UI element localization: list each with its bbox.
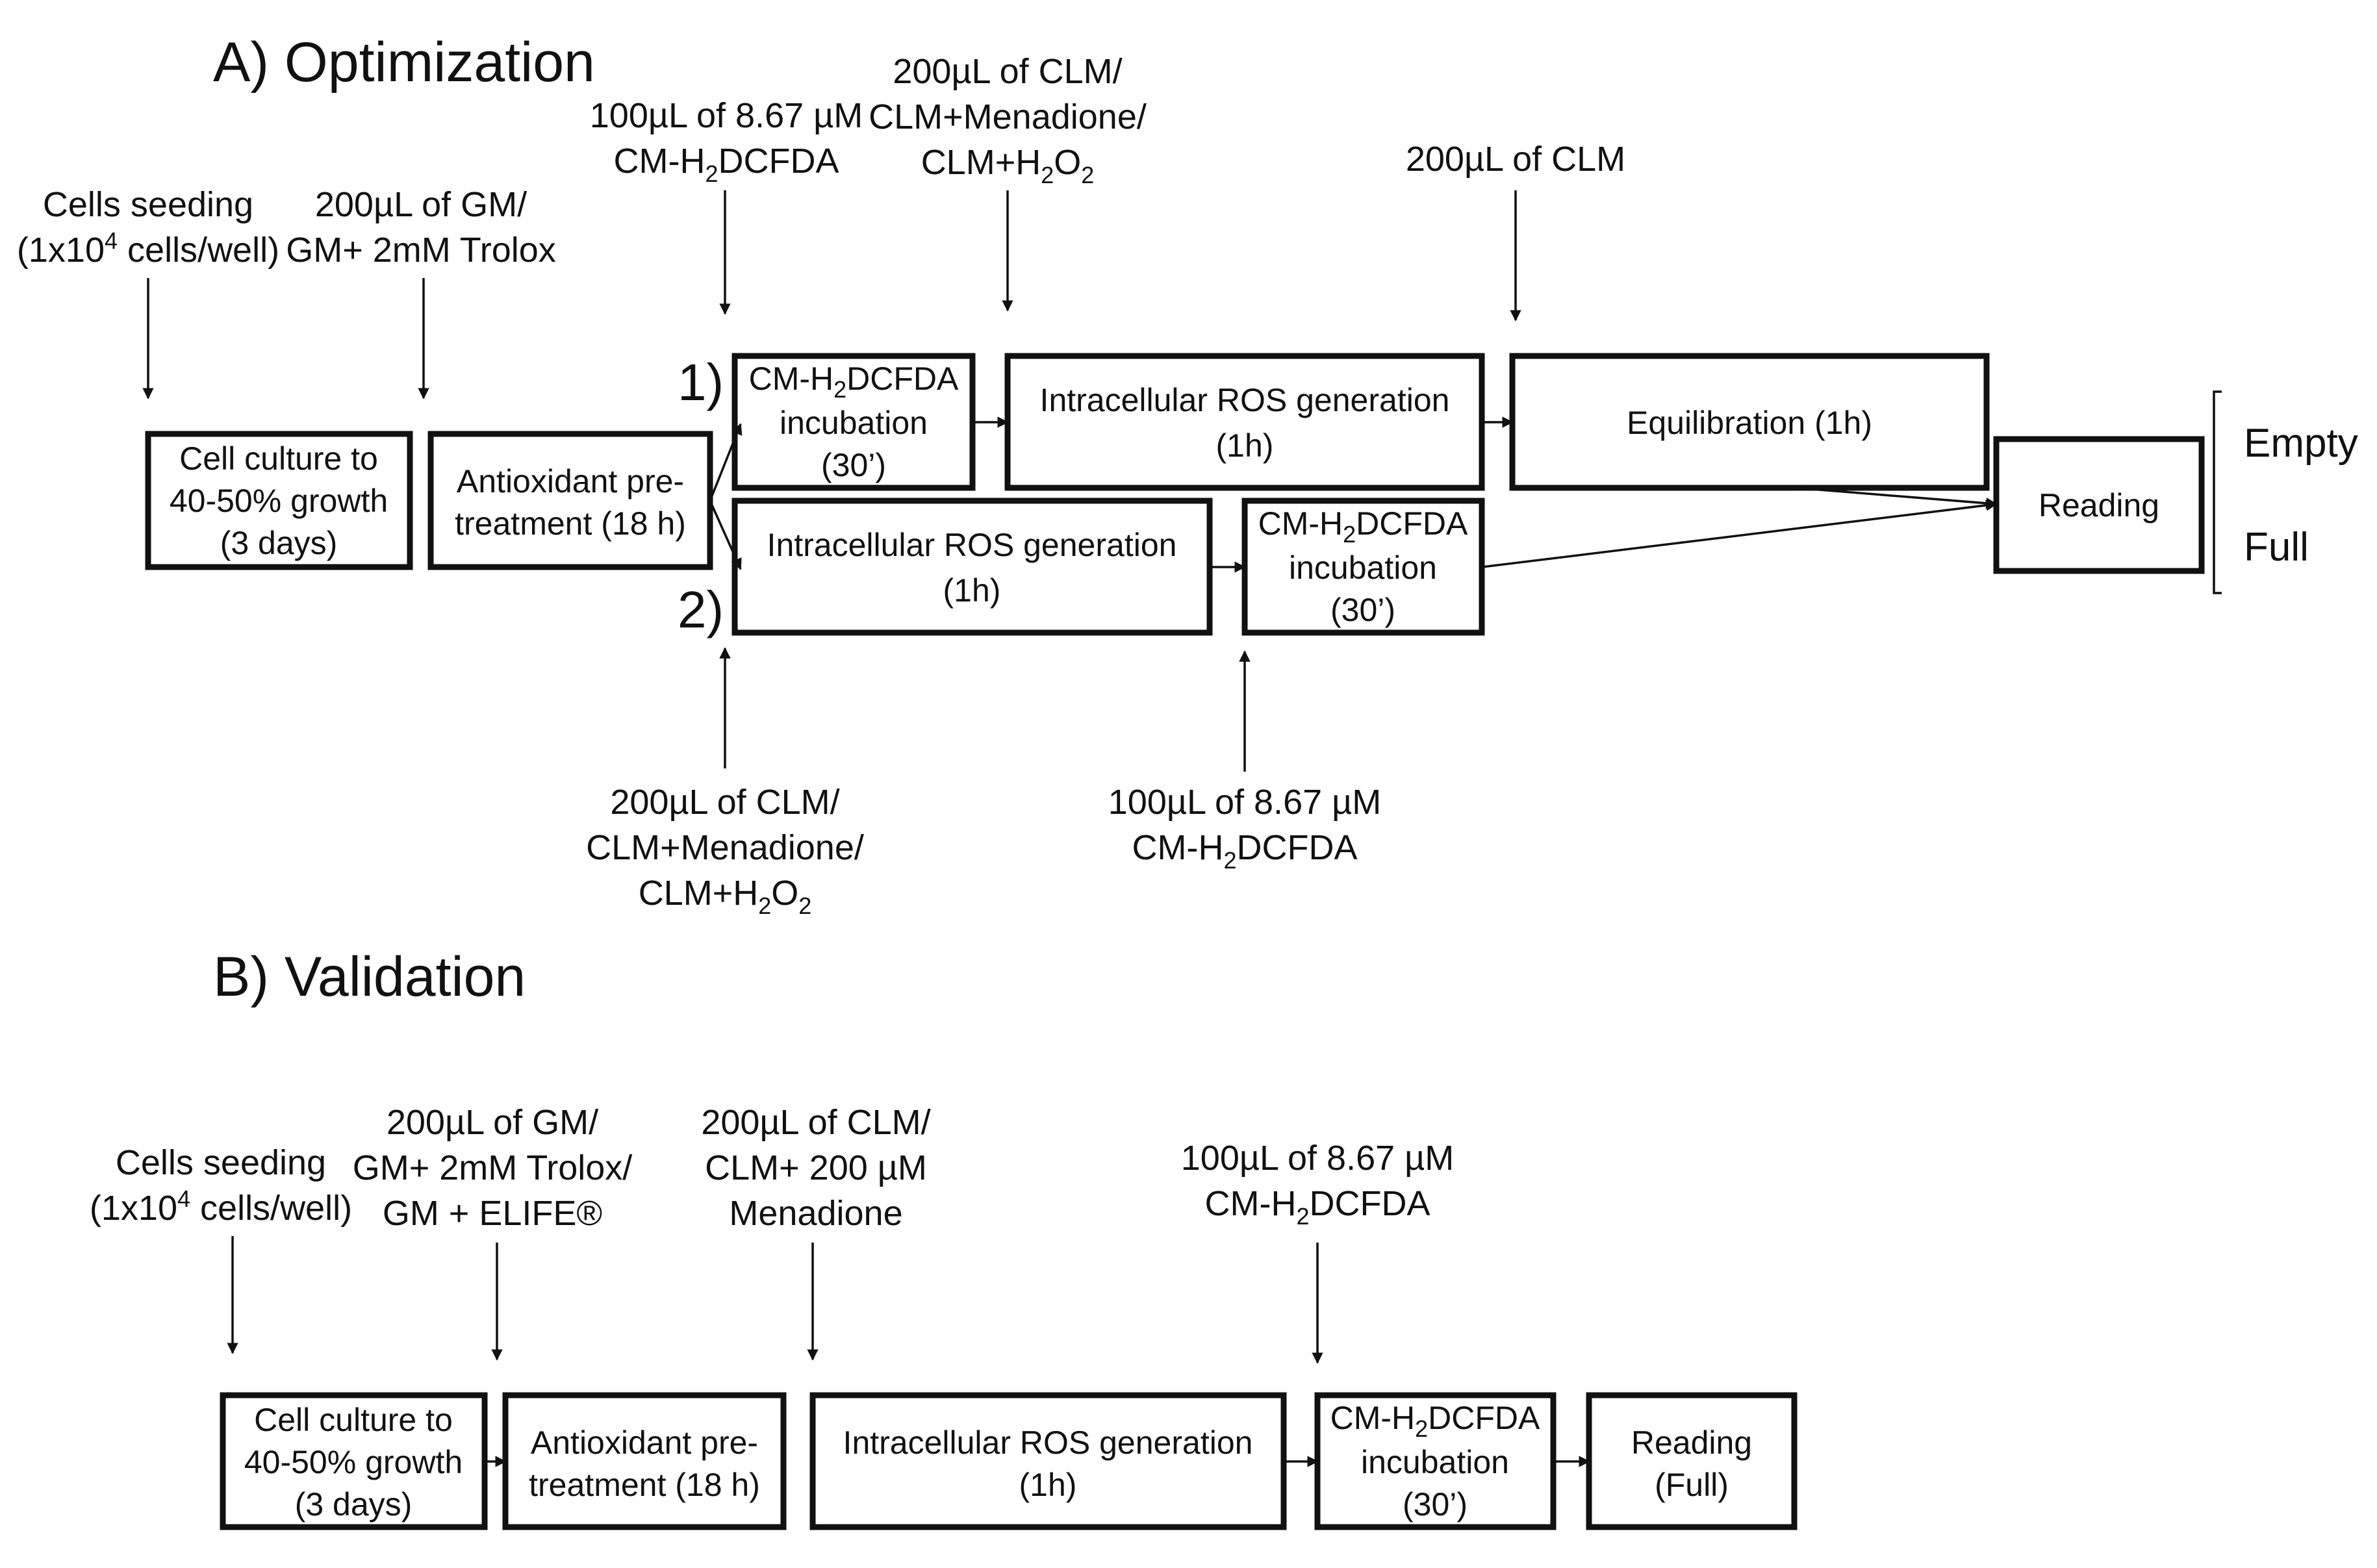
a-clm-bottom-label-line3: CLM+H2O2 (639, 874, 812, 919)
a-box-reading-line1: Reading (2039, 487, 2159, 524)
b-box-probe-line1: CM-H2DCFDA (1330, 1400, 1540, 1442)
b-probe-label-line2: CM-H2DCFDA (1205, 1184, 1430, 1230)
a-outcome-bracket (2213, 390, 2222, 594)
a-clm-top-label-line2: CLM+Menadione/ (869, 97, 1147, 136)
a-box-probe1-line1: CM-H2DCFDA (749, 360, 959, 403)
a-box-culture-line1: Cell culture to (179, 440, 378, 477)
a-clm-top-label-line1: 200µL of CLM/ (893, 52, 1122, 91)
a-box-pretreat-line1: Antioxidant pre- (457, 463, 684, 499)
b-box-ros-line1: Intracellular ROS generation (843, 1424, 1253, 1461)
a-path-2-label: 2) (678, 581, 724, 639)
b-clm-label-line1: 200µL of CLM/ (701, 1103, 930, 1142)
a-probe-top-label-line1: 100µL of 8.67 µM (590, 96, 863, 135)
b-box-pretreat-line1: Antioxidant pre- (531, 1424, 758, 1461)
b-box-pretreat-line2: treatment (18 h) (529, 1467, 760, 1503)
a-box-pretreat-line2: treatment (18 h) (455, 505, 686, 542)
a-box-probe2-line1: CM-H2DCFDA (1258, 505, 1468, 548)
a-arrow-probe2-to-reading (1481, 499, 1998, 568)
a-arrow-branch-2 (709, 500, 742, 570)
a-seeding-label-line2: (1x104 cells/well) (17, 227, 279, 270)
a-box-culture-line2: 40-50% growth (170, 483, 388, 519)
section-b-title: B) Validation (213, 946, 526, 1008)
b-box-ros-line2: (1h) (1019, 1467, 1077, 1503)
a-seeding-label-line1: Cells seeding (43, 185, 253, 224)
b-clm-label-line2: CLM+ 200 µM (705, 1148, 927, 1187)
b-box-reading-line2: (Full) (1655, 1467, 1729, 1503)
b-box-culture-line2: 40-50% growth (244, 1444, 463, 1480)
a-box-probe2-line3: (30’) (1330, 592, 1395, 628)
b-box-culture: Cell culture to 40-50% growth (3 days) (220, 1392, 488, 1530)
a-gm-label-line1: 200µL of GM/ (315, 185, 527, 224)
b-box-reading-line1: Reading (1631, 1424, 1752, 1461)
b-box-pretreat: Antioxidant pre- treatment (18 h) (502, 1392, 787, 1530)
a-box-probe2: CM-H2DCFDA incubation (30’) (1241, 498, 1485, 636)
a-clm-top-label-line3: CLM+H2O2 (921, 143, 1095, 188)
a-box-probe1-line2: incubation (780, 405, 928, 441)
a-box-ros1-line1: Intracellular ROS generation (1040, 382, 1450, 418)
b-seeding-label-line2: (1x104 cells/well) (90, 1185, 352, 1228)
a-probe-bottom-label-line2: CM-H2DCFDA (1132, 828, 1358, 874)
a-gm-label-line2: GM+ 2mM Trolox (286, 231, 556, 270)
a-box-ros2-line2: (1h) (943, 572, 1001, 609)
b-box-ros: Intracellular ROS generation (1h) (809, 1392, 1287, 1530)
a-box-equilibration-line1: Equilibration (1h) (1627, 405, 1872, 441)
b-box-probe-line2: incubation (1361, 1444, 1509, 1480)
a-box-probe1: CM-H2DCFDA incubation (30’) (731, 353, 976, 491)
b-gm-label-line2: GM+ 2mM Trolox/ (353, 1148, 633, 1187)
a-box-reading: Reading (1993, 436, 2205, 574)
a-box-ros2: Intracellular ROS generation (1h) (731, 498, 1213, 636)
a-box-pretreat: Antioxidant pre- treatment (18 h) (427, 431, 713, 570)
b-gm-label-line1: 200µL of GM/ (387, 1103, 598, 1142)
a-probe-bottom-label-line1: 100µL of 8.67 µM (1108, 783, 1381, 822)
a-outcome-empty: Empty (2244, 421, 2358, 466)
b-box-probe: CM-H2DCFDA incubation (30’) (1314, 1392, 1557, 1530)
a-box-ros1-line2: (1h) (1216, 427, 1274, 464)
b-box-culture-line3: (3 days) (295, 1486, 413, 1523)
a-path-1-label: 1) (678, 353, 724, 411)
a-clm-bottom-label-line1: 200µL of CLM/ (610, 783, 839, 822)
a-outcome-full: Full (2244, 525, 2309, 570)
b-box-culture-line1: Cell culture to (254, 1402, 453, 1438)
a-box-culture: Cell culture to 40-50% growth (3 days) (145, 431, 413, 570)
a-box-ros2-line1: Intracellular ROS generation (767, 527, 1177, 563)
b-box-reading: Reading (Full) (1586, 1392, 1798, 1530)
section-a-title: A) Optimization (213, 31, 595, 94)
a-box-probe2-line2: incubation (1289, 550, 1437, 586)
a-box-culture-line3: (3 days) (220, 525, 338, 561)
a-clm-bottom-label-line2: CLM+Menadione/ (586, 828, 864, 867)
a-arrow-branch-1 (709, 423, 743, 501)
a-box-ros1: Intracellular ROS generation (1h) (1004, 353, 1485, 491)
a-clm-only-label: 200µL of CLM (1406, 140, 1625, 179)
b-box-probe-line3: (30’) (1403, 1486, 1468, 1523)
b-gm-label-line3: GM + ELIFE® (383, 1194, 602, 1233)
a-probe-top-label-line2: CM-H2DCFDA (614, 142, 839, 187)
b-seeding-label-line1: Cells seeding (116, 1143, 326, 1182)
a-box-probe1-line3: (30’) (821, 447, 886, 483)
a-arrow-equil-to-reading (1794, 487, 1998, 509)
b-clm-label-line3: Menadione (729, 1194, 902, 1233)
b-probe-label-line1: 100µL of 8.67 µM (1181, 1139, 1454, 1178)
a-box-equilibration: Equilibration (1h) (1509, 353, 1990, 491)
